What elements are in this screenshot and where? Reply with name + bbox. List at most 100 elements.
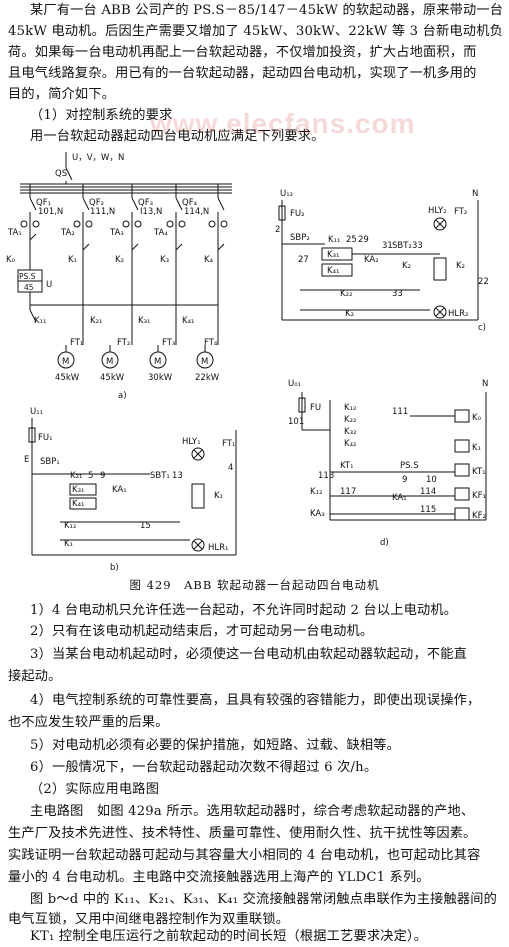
- label-ft2: FT₂: [117, 338, 130, 348]
- section1-title: （1）对控制系统的要求: [30, 108, 173, 123]
- label-k21b: K₂₁: [70, 471, 82, 481]
- label-e: E: [24, 455, 29, 465]
- label-k42d: K₄₂: [344, 439, 356, 449]
- label-fu2: FU₂: [290, 209, 305, 219]
- diagram-b-control: U₁₁ FU₁ E SBP₁ K₂₁ 5 9 K₃₁ K₄₁ KA₁ SBT₁ …: [24, 407, 237, 573]
- label-pss-45: 45: [24, 283, 34, 292]
- label-ft2c: FT₂: [454, 207, 467, 217]
- label-sbp1: SBP₁: [40, 457, 60, 467]
- body-3: 实践证明一台软起动器可起动与其容量大小相同的 4 台电动机，也可起动比其容: [8, 848, 481, 863]
- label-pss-d: PS.S: [400, 461, 419, 471]
- branch-2: [73, 184, 93, 345]
- label-qf3: QF₃: [138, 198, 153, 208]
- motor-label-1: M: [62, 357, 69, 367]
- label-k3: K₃: [160, 255, 169, 265]
- body-7: KT₁ 控制全电压运行之前软起动的时间长短（根据工艺要求决定）。: [30, 929, 428, 944]
- label-k1b-coil: K₁: [214, 491, 223, 501]
- label-pss-a: PS.S: [19, 272, 36, 281]
- branch-1: [20, 184, 40, 258]
- label-k12b: K₁₂: [64, 521, 76, 531]
- body-2: 生产厂及技术先进性、技术特性、质量可靠性、使用耐久性、抗干扰性等因素。: [8, 826, 477, 841]
- figure-caption: 图 429 ABB 软起动器一台起动四台电动机: [129, 578, 380, 592]
- label-fu-d: FU: [310, 403, 321, 413]
- intro-line-5: 目的，简介如下。: [8, 87, 116, 102]
- body-6: 电气互锁，又用中间继电器控制作为双重联锁。: [8, 912, 290, 927]
- diagram-d-control: U₀₁ N FU 101 K₁₂ K₂₂ K₃₂ K₄₂ 111 K₀ K₁ K…: [288, 379, 488, 548]
- label-ft1: FT₁: [70, 338, 83, 348]
- label-n5: 5: [88, 471, 93, 481]
- label-ft1b: FT₁: [222, 439, 235, 449]
- label-k31b: K₃₁: [72, 485, 84, 495]
- label-k1-contact: K₁: [64, 539, 73, 549]
- label-n31: 31: [382, 241, 393, 251]
- label-k12d2: K₁₂: [310, 487, 322, 497]
- label-qs: QS: [55, 169, 67, 179]
- label-k41: K₄₁: [182, 316, 194, 326]
- req-2: 2）只有在该电动机起动结束后，才可起动另一台电动机。: [30, 624, 374, 639]
- label-ka2: KA₂: [364, 255, 379, 265]
- motor-label-3: M: [154, 357, 161, 367]
- label-hly1: HLY₁: [182, 437, 201, 447]
- section1-lead: 用一台软起动器起动四台电动机应满足下列要求。: [30, 129, 325, 144]
- label-n10: 10: [426, 475, 437, 485]
- label-kw3: 30kW: [148, 373, 173, 383]
- label-k2: K₂: [115, 255, 124, 265]
- label-n33: 33: [412, 241, 423, 251]
- label-n114: 114: [420, 487, 436, 497]
- body-1: 主电路图 如图 429a 所示。选用软起动器时，综合考虑软起动器的产地、: [30, 804, 475, 819]
- intro-line-4: 且电气线路复杂。用已有的一台软起动器，起动四台电动机，实现了一机多用的: [8, 66, 477, 81]
- label-sbt2: SBT₂: [392, 241, 412, 251]
- diagram-a-main-circuit: QS U，V，W，N: [6, 152, 232, 401]
- label-n117: 117: [340, 487, 356, 497]
- label-ta1: TA₁: [7, 228, 22, 238]
- label-qf4: QF₄: [182, 198, 198, 208]
- label-n9: 9: [100, 471, 105, 481]
- body-4: 量小的 4 台电动机。主电路中交流接触器选用上海产的 YLDC1 系列。: [8, 870, 430, 885]
- label-n4: 4: [228, 463, 233, 473]
- label-n13b: 13: [172, 471, 183, 481]
- label-k0d: K₀: [472, 413, 482, 423]
- motor-label-2: M: [106, 357, 113, 367]
- label-k2c: K₂: [402, 261, 411, 271]
- label-qf1: QF₁: [36, 198, 51, 208]
- label-n27: 27: [298, 255, 309, 265]
- branch-3: [122, 184, 142, 345]
- label-n-c: N: [472, 189, 478, 199]
- label-k1: K₁: [68, 255, 77, 265]
- label-n33b: 33: [392, 289, 403, 299]
- body-5: 图 b～d 中的 K₁₁、K₂₁、K₃₁、K₄₁ 交流接触器常闭触点串联作为主接…: [30, 892, 498, 907]
- req-6: 6）一般情况下，一台软起动器起动次数不得超过 6 次/h。: [30, 760, 378, 775]
- motor-icon: M M M M: [57, 345, 214, 369]
- label-n101: 101: [288, 417, 304, 427]
- label-k12d: K₁₂: [344, 403, 356, 413]
- label-k31c: K₃₁: [327, 250, 339, 260]
- label-k11: K₁₁: [34, 316, 46, 326]
- label-ft3: FT₃: [162, 338, 175, 348]
- label-n9d: 9: [402, 475, 407, 485]
- label-kf1: KF₁: [472, 491, 486, 501]
- label-k0: K₀: [6, 255, 16, 265]
- label-k1d: K₁: [472, 443, 481, 453]
- label-u01: U₀₁: [288, 379, 301, 389]
- label-k2-coil: K₂: [456, 261, 465, 271]
- label-n115: 115: [420, 505, 436, 515]
- label-ft4: FT₄: [204, 338, 218, 348]
- diagram-c-control: U₁₂ FU₂ 2 SBP₂ K₁₁ 25 29 K₃₁ K₄₁ 27 KA₂ …: [275, 189, 489, 333]
- tag-c: c): [478, 323, 486, 333]
- label-hlr2: HLR₂: [448, 309, 468, 319]
- label-ka3: KA₃: [310, 509, 325, 519]
- label-hlr1: HLR₁: [208, 543, 228, 553]
- label-k11c: K₁₁: [328, 235, 340, 245]
- label-sbp2: SBP₂: [290, 233, 310, 243]
- label-ka1d: KA₁: [392, 493, 407, 503]
- label-u12: U₁₂: [280, 189, 293, 199]
- label-k31: K₃₁: [138, 316, 150, 326]
- intro-line-1: 某厂有一台 ABB 公司产的 PS.S－85/147－45kW 的软起动器，原来…: [30, 3, 504, 18]
- label-ta2: TA₂: [60, 228, 75, 238]
- label-qfn4: 114,N: [184, 207, 209, 217]
- label-n111: 111: [392, 407, 408, 417]
- label-n22: 22: [478, 277, 489, 287]
- label-k4: K₄: [204, 255, 214, 265]
- label-k32d: K₃₂: [344, 427, 356, 437]
- label-n2: 2: [275, 225, 280, 235]
